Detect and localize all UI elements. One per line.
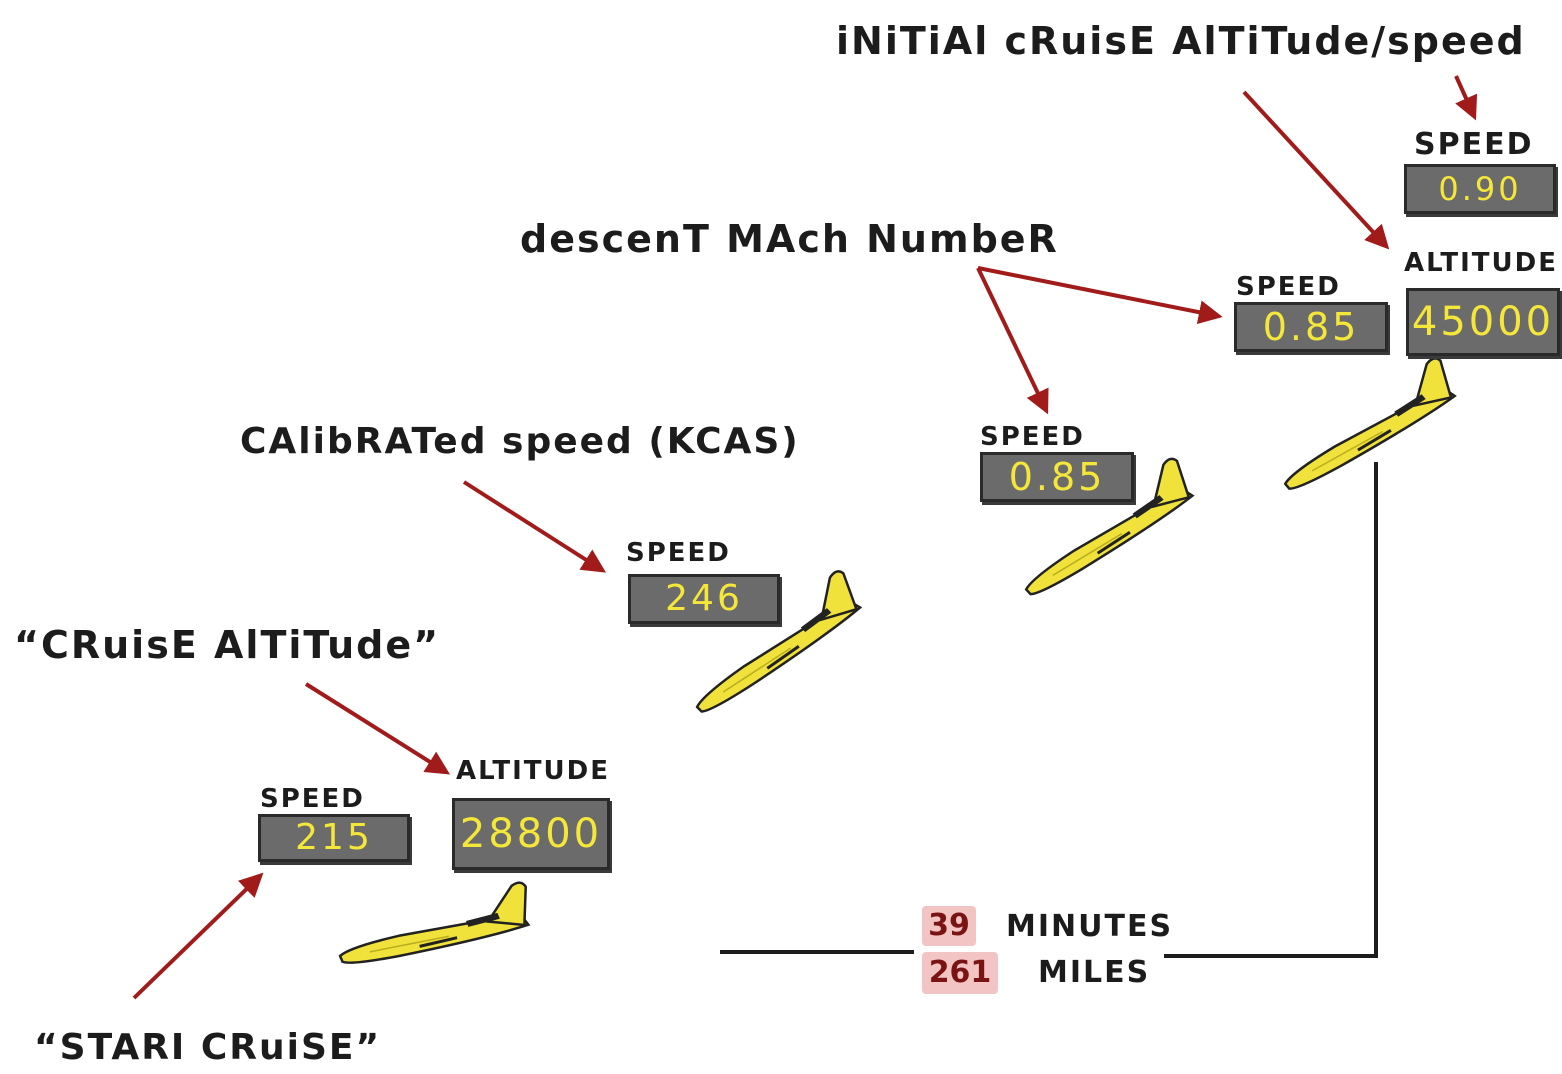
annotation-calibrated-speed: CAlibRATed speed (KCAS) xyxy=(240,421,800,462)
arrow-initial-cruise-to-top-altitude xyxy=(1242,90,1390,250)
initial-speed-value: 0.90 xyxy=(1438,170,1522,208)
climb-speed-label: SPEED xyxy=(626,538,731,568)
annotation-cruise-altitude: “CRuisE AlTiTude” xyxy=(14,623,441,667)
annotation-initial-cruise-altitude-speed: iNiTiAl cRuisE AlTiTude/speed xyxy=(836,19,1526,63)
start-altitude-label: ALTITUDE xyxy=(456,756,610,786)
start-altitude-value: 28800 xyxy=(459,811,603,857)
minutes-label: MINUTES xyxy=(1006,909,1174,944)
arrow-start-cruise xyxy=(132,872,264,1000)
bracket-right xyxy=(1164,462,1378,958)
top-altitude-display: 45000 xyxy=(1406,288,1560,356)
arrow-descent-mach-to-descent-speed xyxy=(976,267,1049,415)
descent-speed-value: 0.85 xyxy=(1008,455,1106,499)
top-altitude-label: ALTITUDE xyxy=(1404,248,1558,278)
descent-speed-display: 0.85 xyxy=(980,452,1134,502)
top-speed-display: 0.85 xyxy=(1234,302,1388,352)
annotation-descent-mach-number: descenT MAch NumbeR xyxy=(520,217,1059,261)
plane-start-cruise xyxy=(334,880,532,966)
descent-speed-label: SPEED xyxy=(980,422,1085,452)
top-speed-label: SPEED xyxy=(1236,272,1341,302)
start-altitude-display: 28800 xyxy=(452,798,610,870)
start-speed-value: 215 xyxy=(295,817,373,858)
arrow-calibrated-speed xyxy=(462,480,607,573)
miles-label: MILES xyxy=(1038,955,1151,990)
plane-top-of-climb xyxy=(1261,354,1466,493)
initial-speed-label: SPEED xyxy=(1414,127,1534,162)
climb-speed-display: 246 xyxy=(628,574,780,624)
arrow-cruise-altitude xyxy=(304,682,451,775)
top-speed-value: 0.85 xyxy=(1262,305,1360,349)
initial-speed-display: 0.90 xyxy=(1404,164,1556,214)
miles-badge: 261 xyxy=(922,952,998,994)
arrow-descent-mach-to-top-speed xyxy=(977,266,1223,325)
arrow-initial-cruise-to-initial-speed xyxy=(1454,75,1478,121)
top-altitude-value: 45000 xyxy=(1411,299,1555,345)
minutes-badge: 39 xyxy=(922,906,976,946)
annotation-start-cruise: “STARI CRuiSE” xyxy=(34,1027,382,1068)
climb-speed-value: 246 xyxy=(665,578,743,619)
start-speed-display: 215 xyxy=(258,814,410,862)
start-speed-label: SPEED xyxy=(260,784,365,814)
